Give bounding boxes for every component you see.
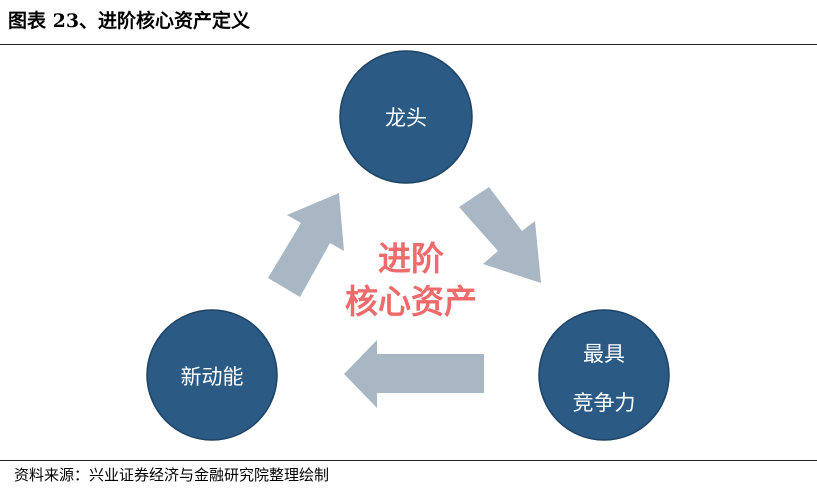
node-competitiveness-label-2: 竞争力 xyxy=(573,391,636,415)
bottom-rule xyxy=(0,460,817,461)
node-competitiveness: 最具 竞争力 xyxy=(538,309,670,441)
figure-caption: 图表 23、进阶核心资产定义 xyxy=(8,10,251,32)
node-competitiveness-label-1: 最具 xyxy=(583,342,625,366)
source-note: 资料来源：兴业证券经济与金融研究院整理绘制 xyxy=(14,466,330,484)
arrow-left-to-top xyxy=(268,193,344,297)
arrow-top-to-right xyxy=(459,187,541,283)
arrow-right-to-left xyxy=(344,340,484,408)
center-title-line2: 核心资产 xyxy=(345,282,477,321)
node-leader-label: 龙头 xyxy=(385,106,427,130)
top-rule xyxy=(0,44,817,45)
node-new-momentum: 新动能 xyxy=(146,309,278,441)
center-title-line1: 进阶 xyxy=(378,239,444,278)
node-leader: 龙头 xyxy=(339,50,473,184)
node-new-momentum-label: 新动能 xyxy=(181,365,244,389)
